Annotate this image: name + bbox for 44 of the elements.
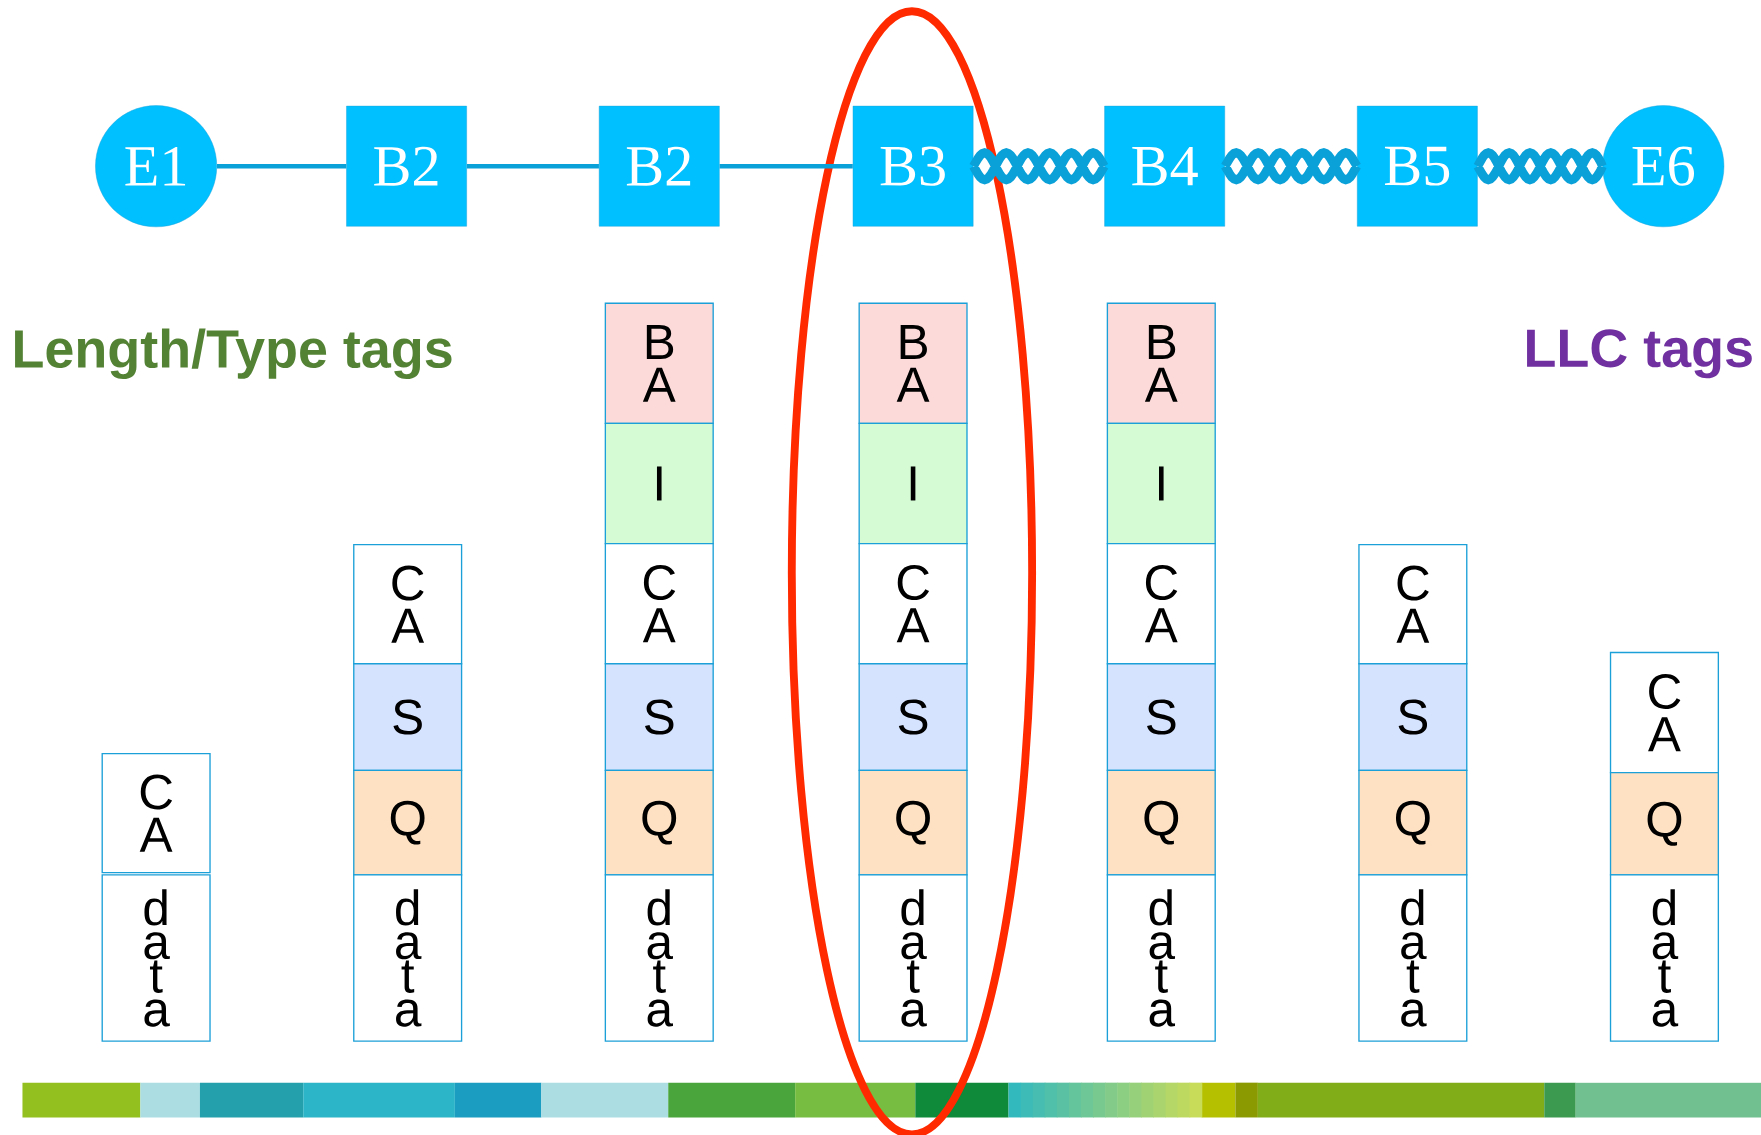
tag-box: d a t a	[858, 874, 968, 1042]
tag-box: S	[353, 662, 463, 771]
tag-box: Q	[1358, 769, 1468, 876]
tag-box: Q	[1106, 769, 1216, 876]
twisted-pair-line	[968, 147, 1109, 185]
tag-box: B A	[1106, 302, 1216, 424]
tag-box: C A	[1358, 543, 1468, 665]
bridge-box: B2	[346, 105, 467, 227]
twisted-pair-line	[1473, 147, 1607, 185]
tag-box: B A	[858, 302, 968, 424]
tag-box: Q	[858, 769, 968, 876]
bridge-box: B4	[1104, 105, 1225, 227]
tag-box: Q	[353, 769, 463, 876]
tag-box: d a t a	[1609, 874, 1720, 1042]
bridge-box: B2	[598, 105, 720, 227]
link-line	[466, 163, 599, 169]
heading: Length/Type tags	[15, 328, 452, 379]
tag-box: S	[858, 662, 968, 771]
tag-box: C A	[1609, 651, 1720, 774]
tag-box: d a t a	[101, 874, 211, 1042]
tag-box: C A	[101, 752, 211, 874]
bridge-box: B3	[852, 105, 974, 227]
twisted-pair-line	[1220, 147, 1362, 185]
tag-box: C A	[1106, 542, 1216, 665]
tag-box: Q	[604, 769, 714, 876]
tag-box: B A	[604, 302, 714, 424]
tag-box: d a t a	[353, 874, 463, 1042]
link-line	[217, 163, 347, 169]
tag-box: d a t a	[1106, 874, 1216, 1042]
tag-box: I	[1106, 422, 1216, 545]
tag-box: S	[604, 662, 714, 771]
tag-box: d a t a	[604, 874, 714, 1042]
tag-box: S	[1106, 662, 1216, 771]
bridge-box: B5	[1357, 105, 1478, 227]
tag-box: d a t a	[1358, 874, 1468, 1042]
tag-box: Q	[1609, 771, 1720, 876]
tag-box: C A	[604, 542, 714, 665]
link-line	[719, 163, 853, 169]
tag-box: C A	[353, 543, 463, 665]
tag-box: S	[1358, 662, 1468, 771]
tag-box: I	[858, 422, 968, 545]
tag-box: C A	[858, 542, 968, 665]
tag-box: I	[604, 422, 714, 545]
heading: LLC tags	[1527, 329, 1752, 379]
